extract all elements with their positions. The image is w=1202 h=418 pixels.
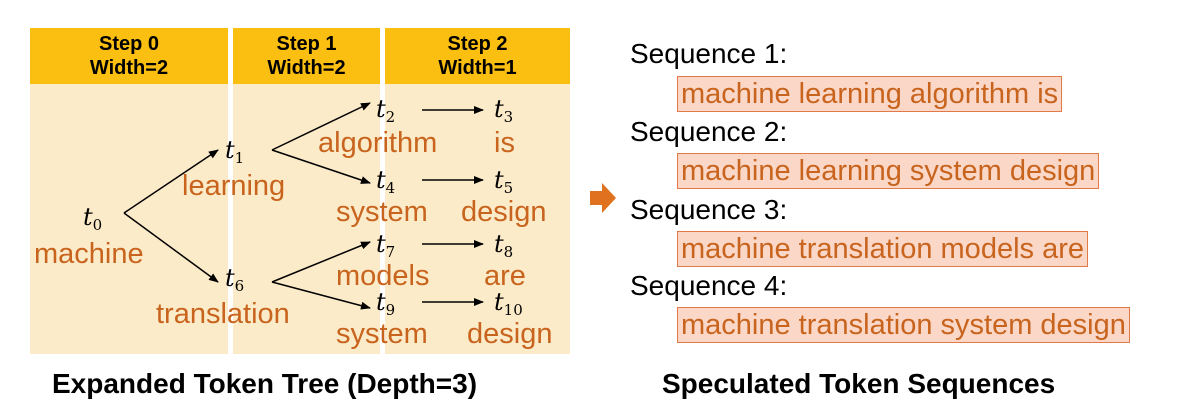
word-t5: design — [461, 196, 547, 228]
sequence-1-text: machine learning algorithm is — [677, 76, 1063, 112]
sequence-4-label: Sequence 4: — [630, 270, 788, 301]
word-t6: translation — [156, 298, 290, 330]
step1-width: Width=2 — [267, 57, 346, 79]
token-t5: t5 — [494, 166, 514, 197]
sequence-2-label: Sequence 2: — [630, 116, 788, 147]
word-t3: is — [494, 127, 515, 159]
word-t8: are — [484, 260, 526, 292]
edge-t6-t9 — [271, 281, 371, 310]
token-t1: t1 — [225, 136, 245, 167]
token-t10: t10 — [494, 288, 523, 319]
step0-width: Width=2 — [89, 57, 169, 79]
tree-caption: Expanded Token Tree (Depth=3) — [52, 368, 478, 399]
step0-header: Step 0 Width=2 — [30, 28, 228, 84]
token-t0: t0 — [83, 203, 103, 234]
edge-t1-t2 — [271, 102, 371, 151]
step1-column — [233, 84, 380, 354]
step2-header: Step 2 Width=1 — [385, 28, 570, 84]
token-t6: t6 — [225, 264, 245, 295]
word-t10: design — [467, 318, 553, 350]
step2-width: Width=1 — [438, 57, 517, 79]
edge-t0-t1 — [123, 149, 219, 214]
sequence-2-text: machine learning system design — [677, 153, 1100, 189]
edge-t1-t4 — [271, 149, 371, 184]
step0-label: Step 0 — [98, 33, 160, 55]
step1-label: Step 1 — [276, 33, 337, 55]
token-t9: t9 — [376, 288, 396, 319]
sequences-caption: Speculated Token Sequences — [662, 368, 1056, 399]
word-t2: algorithm — [318, 127, 438, 159]
step2-label: Step 2 — [447, 33, 508, 55]
token-t8: t8 — [494, 230, 514, 261]
sequence-3-text: machine translation models are — [677, 231, 1088, 267]
step0-column — [30, 84, 228, 354]
word-t7: models — [336, 260, 430, 292]
token-t4: t4 — [376, 166, 396, 197]
right-arrow-icon — [590, 183, 616, 213]
sequence-1-label: Sequence 1: — [630, 38, 788, 69]
step1-header: Step 1 Width=2 — [233, 28, 380, 84]
token-t2: t2 — [376, 95, 396, 126]
token-t3: t3 — [494, 95, 514, 126]
edge-t0-t6 — [123, 212, 219, 283]
word-t0: machine — [34, 238, 144, 270]
word-t4: system — [336, 196, 428, 228]
sequence-3-label: Sequence 3: — [630, 194, 788, 225]
token-t7: t7 — [376, 230, 396, 261]
word-t1: learning — [182, 170, 286, 202]
sequence-4-text: machine translation system design — [677, 307, 1130, 343]
step2-column — [385, 84, 570, 354]
word-t9: system — [336, 318, 428, 350]
edge-t6-t7 — [271, 241, 371, 283]
